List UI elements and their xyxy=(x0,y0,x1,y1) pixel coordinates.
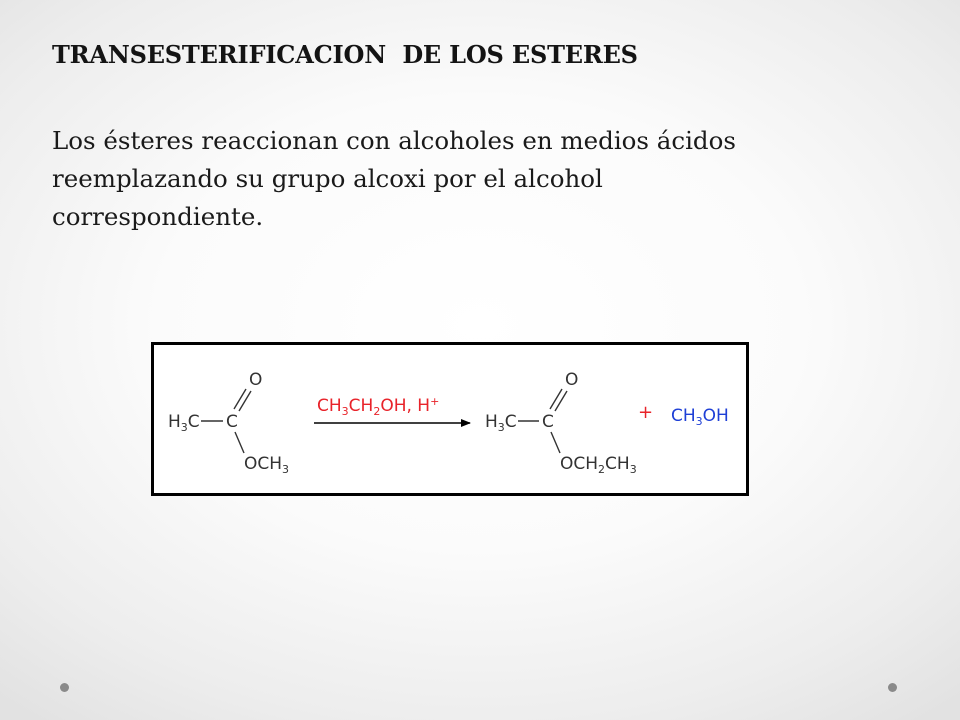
body-line-1: Los ésteres reaccionan con alcoholes en … xyxy=(52,126,736,155)
byproduct-methanol: CH3OH xyxy=(671,406,729,428)
product-carbonyl-bond-2 xyxy=(554,390,568,412)
plus-sign: + xyxy=(638,402,653,423)
reactant-oxygen: O xyxy=(249,370,262,390)
reactant-carbonyl-bond-2 xyxy=(238,390,252,412)
product-methyl: H3C xyxy=(485,412,517,434)
reagent-label: CH3CH2OH, H+ xyxy=(317,395,439,418)
reactant-carbonyl-bond-1 xyxy=(233,388,247,410)
reactant-methyl: H3C xyxy=(168,412,200,434)
reactant-carbon: C xyxy=(226,412,238,432)
product-carbonyl-bond-1 xyxy=(549,388,563,410)
slide-body: Los ésteres reaccionan con alcoholes en … xyxy=(52,122,852,236)
reaction-diagram: O H3C C OCH3 CH3CH2OH, H+ O H3C C OCH2CH… xyxy=(168,370,729,476)
body-line-2: reemplazando su grupo alcoxi por el alco… xyxy=(52,164,603,193)
reactant-molecule: O H3C C OCH3 xyxy=(168,370,289,476)
bullet-dot-right xyxy=(888,683,897,692)
reaction-scheme: O H3C C OCH3 CH3CH2OH, H+ O H3C C OCH2CH… xyxy=(151,342,749,496)
bullet-dot-left xyxy=(60,683,69,692)
product-ester-bond xyxy=(550,431,561,454)
slide-title: TRANSESTERIFICACION DE LOS ESTERES xyxy=(52,40,638,69)
body-line-3: correspondiente. xyxy=(52,202,264,231)
reactant-alkoxy: OCH3 xyxy=(244,454,289,476)
reactant-ester-bond xyxy=(234,431,245,454)
product-oxygen: O xyxy=(565,370,578,390)
product-molecule: O H3C C OCH2CH3 xyxy=(485,370,637,476)
product-alkoxy: OCH2CH3 xyxy=(560,454,637,476)
product-carbon: C xyxy=(542,412,554,432)
